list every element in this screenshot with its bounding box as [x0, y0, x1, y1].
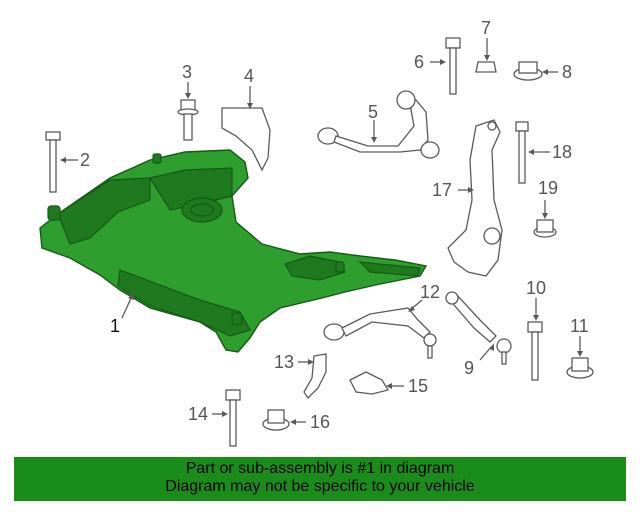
callout-11[interactable]: 11	[570, 316, 589, 336]
callout-18[interactable]: 18	[552, 142, 572, 162]
bracket-icon[interactable]	[349, 371, 390, 395]
bolt-icon[interactable]	[177, 99, 199, 141]
bolt-icon[interactable]	[45, 131, 61, 193]
bolt-icon[interactable]	[225, 389, 241, 447]
callout-3[interactable]: 3	[182, 62, 192, 82]
nut-icon[interactable]	[475, 61, 497, 73]
callout-15[interactable]: 15	[408, 376, 428, 396]
callout-12[interactable]: 12	[420, 282, 440, 302]
nut-icon[interactable]	[513, 61, 543, 81]
control-arm-icon[interactable]	[317, 90, 440, 159]
nut-icon[interactable]	[566, 357, 594, 379]
bracket-icon[interactable]	[303, 353, 327, 400]
bracket-icon[interactable]	[221, 107, 271, 172]
notice-banner: Part or sub-assembly is #1 in diagram Di…	[14, 457, 626, 501]
callout-10[interactable]: 10	[526, 278, 546, 298]
callout-19[interactable]: 19	[538, 178, 558, 198]
callout-4[interactable]: 4	[244, 66, 254, 86]
leader-lines	[60, 38, 583, 425]
callout-13[interactable]: 13	[274, 352, 294, 372]
callout-16[interactable]: 16	[310, 412, 330, 432]
callout-8[interactable]: 8	[562, 62, 572, 82]
callout-2[interactable]: 2	[80, 150, 90, 170]
parts-diagram: 1 2 3 4 5 6 7 8 9 10 11 12 13 14 15 16 1…	[39, 18, 594, 447]
control-arm-icon[interactable]	[323, 307, 437, 359]
callout-7[interactable]: 7	[481, 18, 491, 38]
control-arm-icon[interactable]	[445, 291, 512, 365]
callout-1[interactable]: 1	[110, 316, 120, 336]
nut-icon[interactable]	[262, 409, 290, 431]
bolt-icon[interactable]	[515, 121, 529, 184]
banner-line-2: Diagram may not be specific to your vehi…	[165, 478, 475, 495]
knuckle-icon[interactable]	[447, 119, 503, 277]
bolt-icon[interactable]	[445, 37, 461, 95]
callout-17[interactable]: 17	[432, 180, 452, 200]
callout-14[interactable]: 14	[188, 404, 208, 424]
callout-6[interactable]: 6	[414, 52, 424, 72]
callout-5[interactable]: 5	[368, 102, 378, 122]
banner-line-1: Part or sub-assembly is #1 in diagram	[185, 460, 455, 477]
subframe-part[interactable]	[39, 149, 428, 353]
callout-labels: 1 2 3 4 5 6 7 8 9 10 11 12 13 14 15 16 1…	[80, 18, 589, 432]
nut-icon[interactable]	[533, 219, 557, 238]
callout-9[interactable]: 9	[464, 358, 474, 378]
bolt-icon[interactable]	[527, 321, 543, 381]
